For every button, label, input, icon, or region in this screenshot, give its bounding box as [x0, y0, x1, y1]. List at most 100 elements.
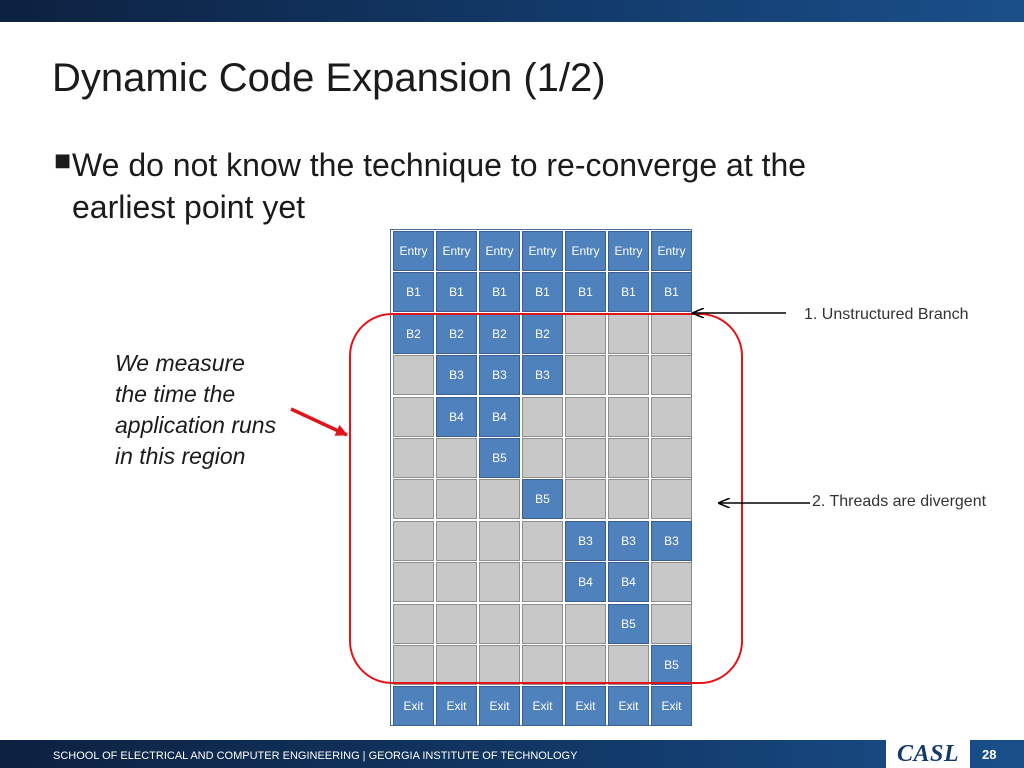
empty-block	[608, 644, 649, 685]
code-block: B4	[479, 396, 520, 437]
empty-block	[522, 437, 563, 478]
empty-block	[436, 644, 477, 685]
empty-block	[651, 313, 692, 354]
code-block: Entry	[479, 231, 520, 271]
empty-block	[565, 479, 606, 520]
region-pointer-arrow	[290, 407, 348, 437]
empty-block	[393, 479, 434, 520]
empty-block	[651, 396, 692, 437]
empty-block	[436, 437, 477, 478]
code-block: Exit	[651, 686, 692, 727]
empty-block	[393, 603, 434, 644]
code-block: B5	[651, 644, 692, 685]
empty-block	[393, 562, 434, 603]
empty-block	[565, 437, 606, 478]
empty-block	[436, 562, 477, 603]
empty-block	[565, 396, 606, 437]
code-block: B1	[393, 272, 434, 313]
logo-text: CASL	[896, 740, 960, 767]
code-block: Entry	[565, 231, 606, 271]
code-block: B5	[479, 437, 520, 478]
page-number: 28	[982, 747, 997, 762]
measure-note-line: in this region	[115, 443, 246, 469]
empty-block	[522, 396, 563, 437]
code-block: B3	[608, 520, 649, 561]
measure-note-line: application runs	[115, 412, 277, 438]
empty-block	[393, 644, 434, 685]
empty-block	[522, 603, 563, 644]
empty-block	[436, 603, 477, 644]
code-block: Exit	[565, 686, 606, 727]
empty-block	[522, 644, 563, 685]
code-block: Exit	[479, 686, 520, 727]
empty-block	[608, 479, 649, 520]
casl-logo: CASL	[886, 740, 970, 768]
code-block: Exit	[608, 686, 649, 727]
bullet-marker: ■	[54, 150, 72, 171]
code-block: Exit	[436, 686, 477, 727]
code-block: B5	[608, 603, 649, 644]
code-block: B3	[436, 355, 477, 396]
code-block: B3	[522, 355, 563, 396]
footer-bar	[0, 740, 1024, 768]
code-block: Entry	[436, 231, 477, 271]
empty-block	[565, 355, 606, 396]
code-block: B3	[565, 520, 606, 561]
empty-block	[651, 355, 692, 396]
code-block: B1	[565, 272, 606, 313]
empty-block	[565, 644, 606, 685]
code-block: Entry	[522, 231, 563, 271]
code-block: Entry	[393, 231, 434, 271]
empty-block	[436, 479, 477, 520]
empty-block	[479, 520, 520, 561]
empty-block	[608, 355, 649, 396]
measure-note-line: We measure	[115, 350, 245, 376]
code-block: B2	[436, 313, 477, 354]
top-banner	[0, 0, 1024, 22]
empty-block	[608, 437, 649, 478]
empty-block	[393, 396, 434, 437]
code-block: Exit	[522, 686, 563, 727]
code-block: Exit	[393, 686, 434, 727]
empty-block	[522, 562, 563, 603]
code-block: B1	[608, 272, 649, 313]
empty-block	[608, 313, 649, 354]
code-block: B4	[565, 562, 606, 603]
slide-title: Dynamic Code Expansion (1/2)	[52, 56, 606, 100]
empty-block	[393, 520, 434, 561]
footer-text: SCHOOL OF ELECTRICAL AND COMPUTER ENGINE…	[53, 750, 578, 762]
code-block: B1	[479, 272, 520, 313]
code-block: B3	[651, 520, 692, 561]
code-block: B3	[479, 355, 520, 396]
measure-note-line: the time the	[115, 381, 236, 407]
empty-block	[651, 437, 692, 478]
code-block: B2	[522, 313, 563, 354]
code-block: Entry	[651, 231, 692, 271]
empty-block	[565, 603, 606, 644]
bullet-text: We do not know the technique to re-conve…	[72, 147, 807, 225]
code-block: B1	[436, 272, 477, 313]
unstructured-branch-label: 1. Unstructured Branch	[804, 306, 969, 323]
empty-block	[608, 396, 649, 437]
measure-note: We measure the time the application runs…	[115, 348, 315, 472]
empty-block	[479, 603, 520, 644]
code-block: Entry	[608, 231, 649, 271]
code-block: B4	[436, 396, 477, 437]
empty-block	[479, 562, 520, 603]
empty-block	[479, 479, 520, 520]
empty-block	[479, 644, 520, 685]
measured-region-outline	[349, 313, 743, 684]
empty-block	[651, 603, 692, 644]
code-block: B4	[608, 562, 649, 603]
threads-divergent-label: 2. Threads are divergent	[812, 493, 987, 510]
code-block: B1	[651, 272, 692, 313]
empty-block	[651, 562, 692, 603]
empty-block	[565, 313, 606, 354]
empty-block	[393, 437, 434, 478]
code-block: B2	[393, 313, 434, 354]
empty-block	[651, 479, 692, 520]
code-block: B1	[522, 272, 563, 313]
code-block: B5	[522, 479, 563, 520]
